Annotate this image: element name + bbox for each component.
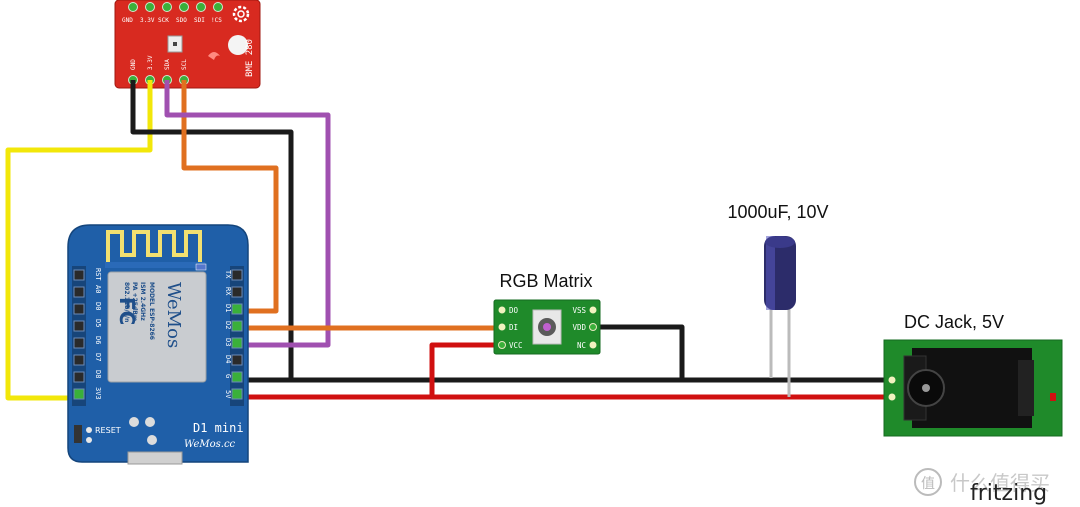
watermark-site: 什么值得买 (950, 471, 1050, 495)
right-pin-holes (231, 269, 243, 400)
mount-hole (228, 35, 248, 55)
antenna-trace (106, 230, 202, 262)
watermark: 值 什么值得买 fritzing (914, 468, 1050, 506)
bme280-top-pins (128, 2, 223, 12)
right-pin-label: G (224, 374, 232, 378)
left-pin-label: D5 (94, 319, 102, 327)
rgb-pin-label: DO (509, 306, 519, 315)
bme-bottom-pin-label: SDA (164, 59, 171, 70)
bme-bottom-pin-label: 3.3V (147, 55, 154, 70)
rgb-pin-label: VDD (572, 323, 586, 332)
fc-logo: FC (115, 297, 139, 325)
svg-text:值: 值 (921, 476, 935, 492)
d1-url: WeMos.cc (184, 439, 236, 450)
rgb-led (532, 309, 562, 345)
right-pin-label: TX (224, 270, 232, 279)
left-pin-label: D0 (94, 302, 102, 310)
capacitor-label: 1000uF, 10V (727, 202, 828, 222)
left-header (72, 266, 86, 406)
left-pin-label: D8 (94, 370, 102, 378)
capacitor (764, 236, 796, 397)
rgb-pin-label: VSS (572, 306, 586, 315)
model-line: MODEL ESP-8266 (148, 282, 155, 340)
bme-top-pin-label: SDO (176, 17, 187, 24)
wire-black-gnd-bme (130, 80, 294, 380)
bme280-name: BME 280 (245, 39, 255, 77)
model-line: ISM 2.4GHz (139, 282, 146, 321)
dc-jack-label: DC Jack, 5V (904, 312, 1004, 332)
d1-mini-board: FC MODEL ESP-8266 ISM 2.4GHz PA +25dBm 8… (67, 224, 249, 465)
esp-shield (107, 271, 207, 383)
usb-port[interactable] (127, 451, 183, 465)
wire-black-vss (596, 324, 685, 380)
rgb-pin-label: VCC (509, 341, 523, 350)
watermark-logo-icon (914, 468, 942, 496)
right-pin-label: D4 (224, 355, 232, 363)
right-pin-label: D1 (224, 304, 232, 312)
bme-top-pin-label: 3.3V (140, 17, 155, 24)
bme280-board: GND 3.3V SCK SDO SDI !CS GND 3.3V SDA (114, 0, 261, 89)
bme-bottom-pin-label: GND (130, 59, 137, 70)
left-pin-holes (73, 269, 85, 400)
bme280-top-pin-labels: GND 3.3V SCK SDO SDI !CS (122, 17, 222, 24)
bme-top-pin-label: !CS (211, 17, 222, 24)
flame-icon (208, 52, 220, 60)
right-header (230, 266, 244, 406)
wire-yellow-3v3 (5, 80, 153, 401)
rgb-pin-label: NC (577, 341, 586, 350)
left-pin-label: A0 (94, 285, 102, 293)
left-pin-label: D6 (94, 336, 102, 344)
wire-purple-sda (164, 80, 331, 348)
bme-top-pin-label: SDI (194, 17, 205, 24)
model-line: PA +25dBm (131, 282, 138, 321)
fritzing-logo: fritzing (970, 481, 1047, 506)
reset-label: RESET (95, 426, 121, 435)
left-pin-label: D7 (94, 353, 102, 361)
right-pin-label: RX (224, 287, 232, 296)
bme-top-pin-label: SCK (158, 17, 169, 24)
bme-bottom-pin-label: SCL (181, 59, 188, 70)
gear-icon (232, 5, 250, 23)
rgb-pin-label: DI (509, 323, 518, 332)
rgb-matrix-label: RGB Matrix (499, 271, 592, 291)
d1-title: D1 mini (193, 421, 244, 435)
model-line: 802.11b/g/n (123, 282, 130, 322)
reset-button[interactable] (74, 425, 82, 443)
left-pin-label: RST (94, 268, 102, 281)
right-pin-label: D3 (224, 338, 232, 346)
rgb-matrix-module: DO DI VCC VSS VDD NC (493, 299, 601, 355)
wemos-logo: WeMos (163, 282, 184, 348)
bme-top-pin-label: GND (122, 17, 133, 24)
right-pin-label: D2 (224, 321, 232, 329)
right-pin-label: 5V (224, 390, 232, 399)
wires (5, 80, 892, 401)
left-pin-label: 3V3 (94, 387, 102, 400)
dc-jack (883, 339, 1063, 437)
wire-orange-scl (181, 80, 279, 314)
wire-red-vcc (429, 342, 500, 397)
